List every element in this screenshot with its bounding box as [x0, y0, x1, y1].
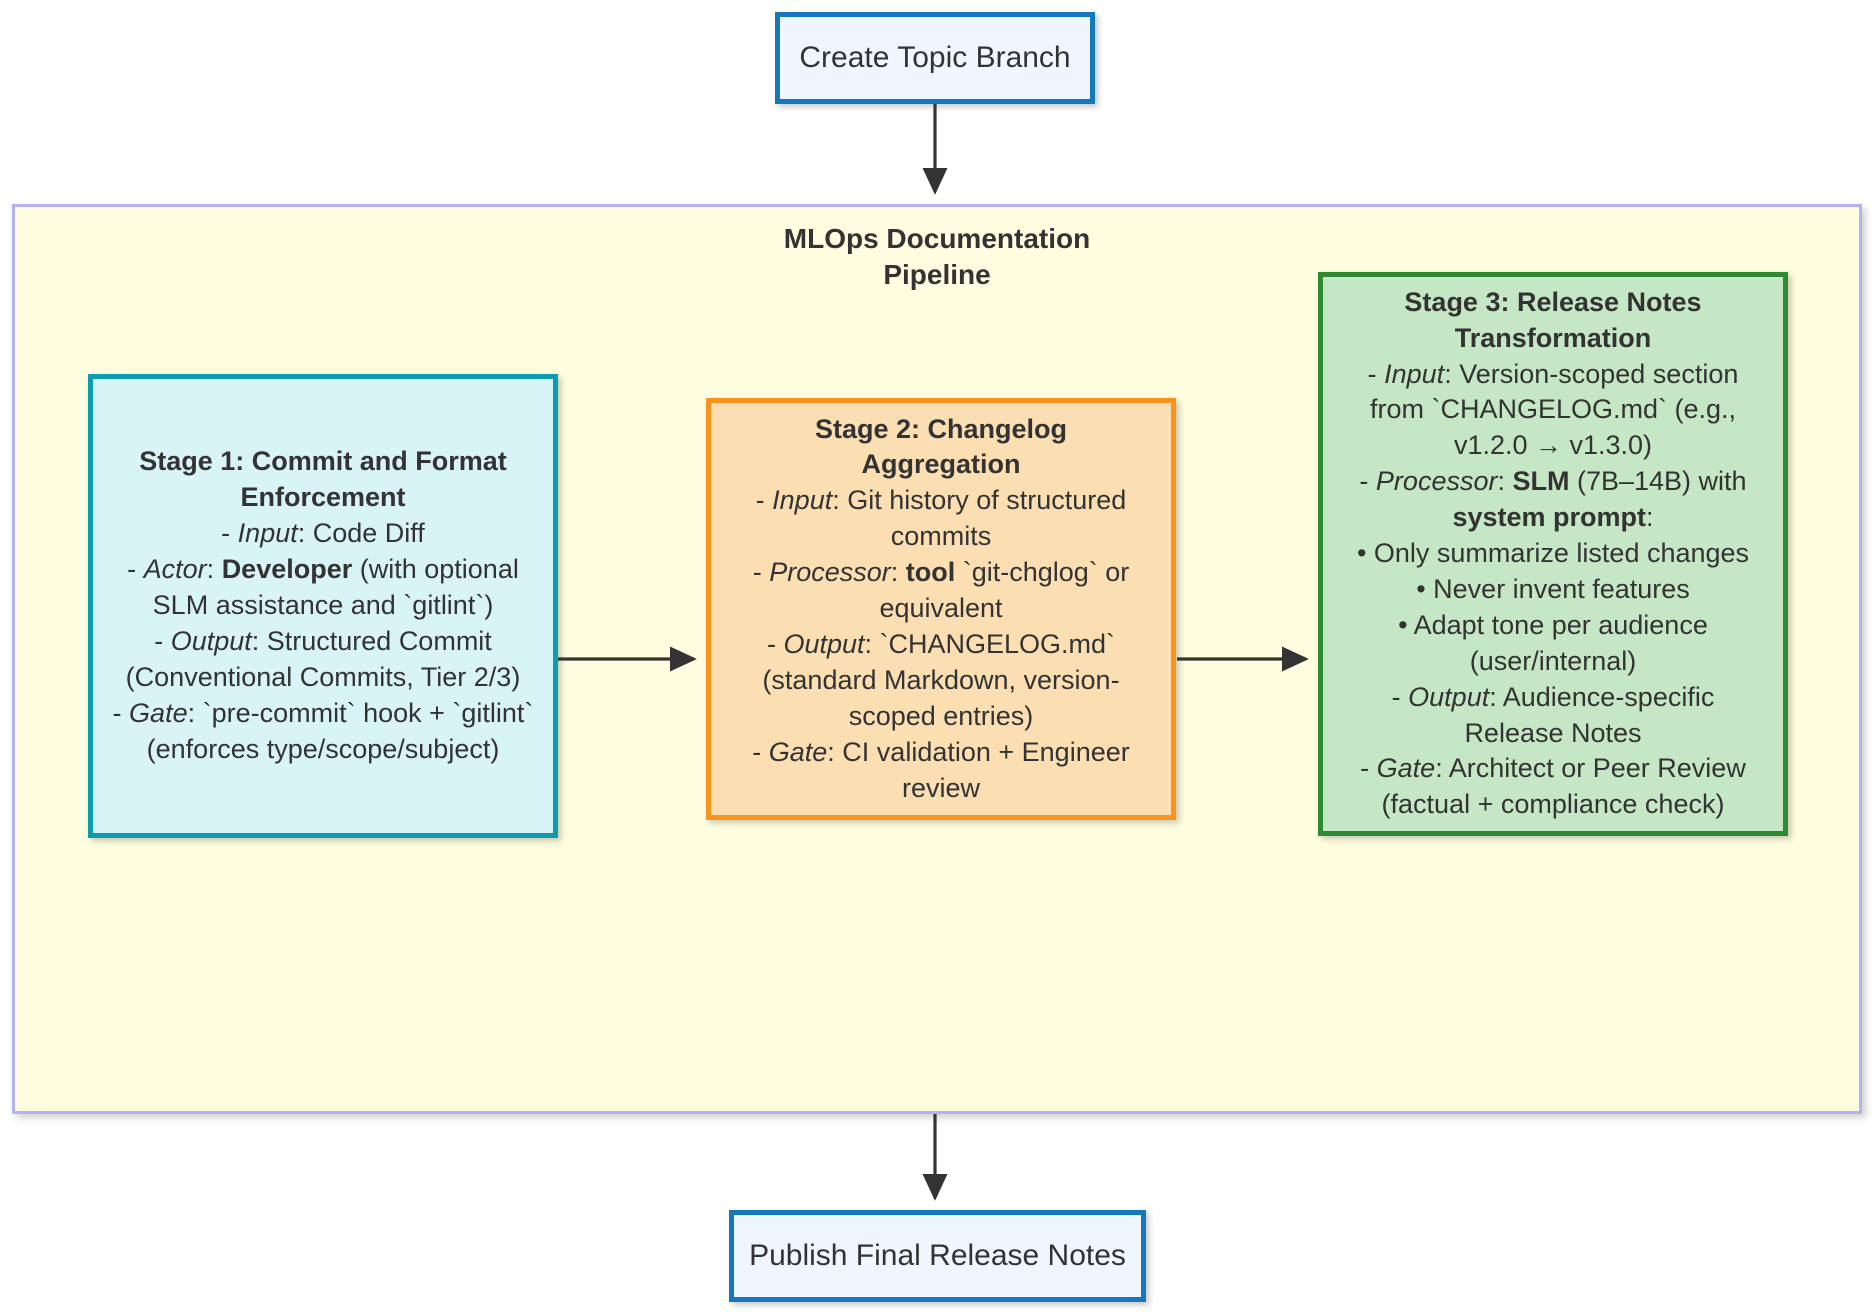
stage-3-line-processor: - Processor: SLM (7B–14B) with system pr… [1359, 466, 1747, 533]
node-stage-1-commit-and-format-enforcement[interactable]: Stage 1: Commit and Format Enforcement -… [88, 374, 558, 838]
stage-1-line-actor: - Actor: Developer (with optional SLM as… [127, 554, 519, 621]
node-stage-2-changelog-aggregation[interactable]: Stage 2: Changelog Aggregation - Input: … [706, 398, 1176, 820]
stage-2-line-gate: - Gate: CI validation + Engineer review [752, 736, 1130, 803]
node-publish-final-release-notes[interactable]: Publish Final Release Notes [729, 1210, 1146, 1302]
stage-2-line-processor: - Processor: tool `git-chglog` or equiva… [752, 557, 1130, 624]
stage-2-header-line-1: Stage 2: Changelog [814, 413, 1068, 444]
stage-3-bullet-2: • Never invent features [1416, 573, 1690, 604]
stage-2-line-input: - Input: Git history of structured commi… [755, 485, 1127, 552]
stage-3-header-line-2: Transformation [1454, 322, 1652, 353]
stage-1-header-line-2: Enforcement [240, 482, 406, 513]
stage-3-line-input: - Input: Version-scoped section from `CH… [1367, 358, 1739, 461]
subgraph-title-line-2: Pipeline [883, 258, 991, 290]
stage-1-line-gate: - Gate: `pre-commit` hook + `gitlint` (e… [112, 697, 534, 764]
stage-1-line-input: - Input: Code Diff [221, 518, 425, 549]
stage-3-line-gate: - Gate: Architect or Peer Review (factua… [1360, 753, 1746, 820]
node-create-topic-branch[interactable]: Create Topic Branch [775, 12, 1095, 104]
stage-2-line-output: - Output: `CHANGELOG.md` (standard Markd… [762, 628, 1120, 731]
node-publish-final-release-notes-label: Publish Final Release Notes [749, 1239, 1126, 1273]
subgraph-title: MLOps Documentation Pipeline [15, 221, 1859, 293]
stage-3-bullet-3: • Adapt tone per audience (user/internal… [1398, 609, 1708, 676]
stage-1-line-output: - Output: Structured Commit (Conventiona… [125, 625, 521, 692]
stage-2-header-line-2: Aggregation [861, 449, 1021, 480]
stage-1-header-line-1: Stage 1: Commit and Format [139, 446, 507, 477]
stage-3-line-output: - Output: Audience-specific Release Note… [1391, 681, 1715, 748]
subgraph-title-line-1: MLOps Documentation [783, 223, 1091, 254]
stage-3-bullet-1: • Only summarize listed changes [1356, 538, 1750, 569]
node-stage-3-release-notes-transformation[interactable]: Stage 3: Release Notes Transformation - … [1318, 272, 1788, 836]
stage-3-header-line-1: Stage 3: Release Notes [1404, 286, 1702, 317]
node-create-topic-branch-label: Create Topic Branch [799, 41, 1071, 75]
